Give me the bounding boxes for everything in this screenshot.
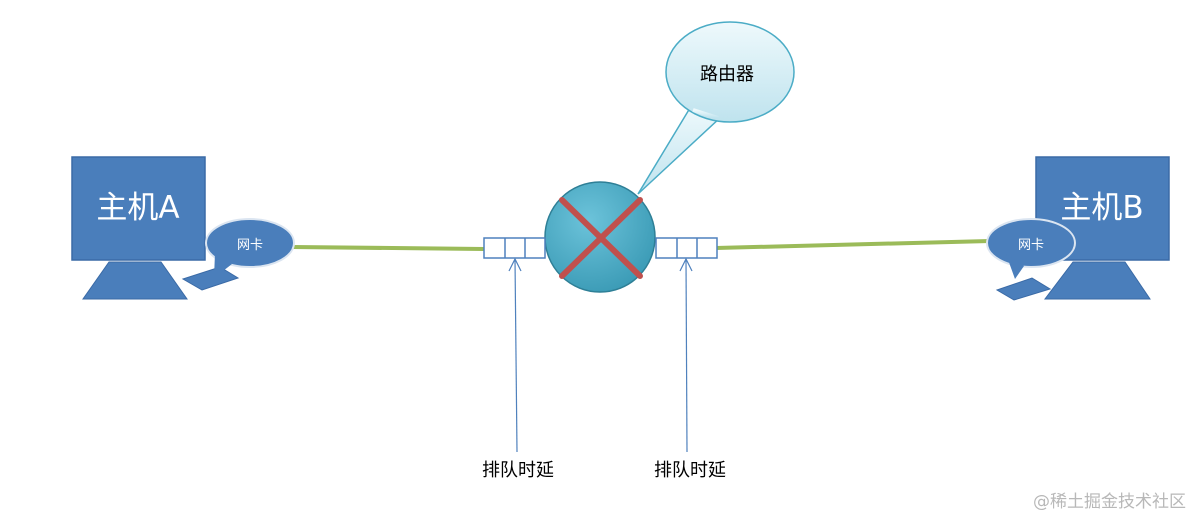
queue-delay-label-right: 排队时延 — [654, 460, 726, 481]
monitor-stand — [1043, 261, 1151, 300]
host-a-nic-label: 网卡 — [237, 238, 263, 253]
router-callout — [637, 21, 795, 195]
watermark: @稀土掘金技术社区 — [1033, 492, 1186, 512]
monitor-screen — [71, 156, 206, 261]
nic-plug — [181, 266, 240, 291]
queue-delay-label-left: 排队时延 — [482, 460, 554, 481]
host-a-label: 主机A — [96, 190, 179, 226]
queue-arrow-left — [508, 257, 522, 453]
link-router-to-host-b — [715, 239, 991, 250]
monitor-stand — [82, 261, 188, 300]
host-b: 主机B 网卡 — [986, 156, 1170, 301]
nic-bubble — [986, 218, 1076, 279]
host-b-label: 主机B — [1060, 190, 1143, 226]
host-a: 主机A 网卡 — [71, 156, 295, 300]
router-icon — [544, 181, 656, 293]
router-callout-label: 路由器 — [700, 64, 754, 85]
queue-buffer-left — [483, 237, 546, 259]
nic-plug — [995, 277, 1052, 301]
host-b-nic-label: 网卡 — [1018, 238, 1044, 253]
nic-bubble — [205, 218, 295, 278]
link-host-a-to-router — [291, 245, 485, 251]
queue-buffer-right — [655, 237, 718, 259]
queue-arrow-right — [679, 257, 693, 453]
